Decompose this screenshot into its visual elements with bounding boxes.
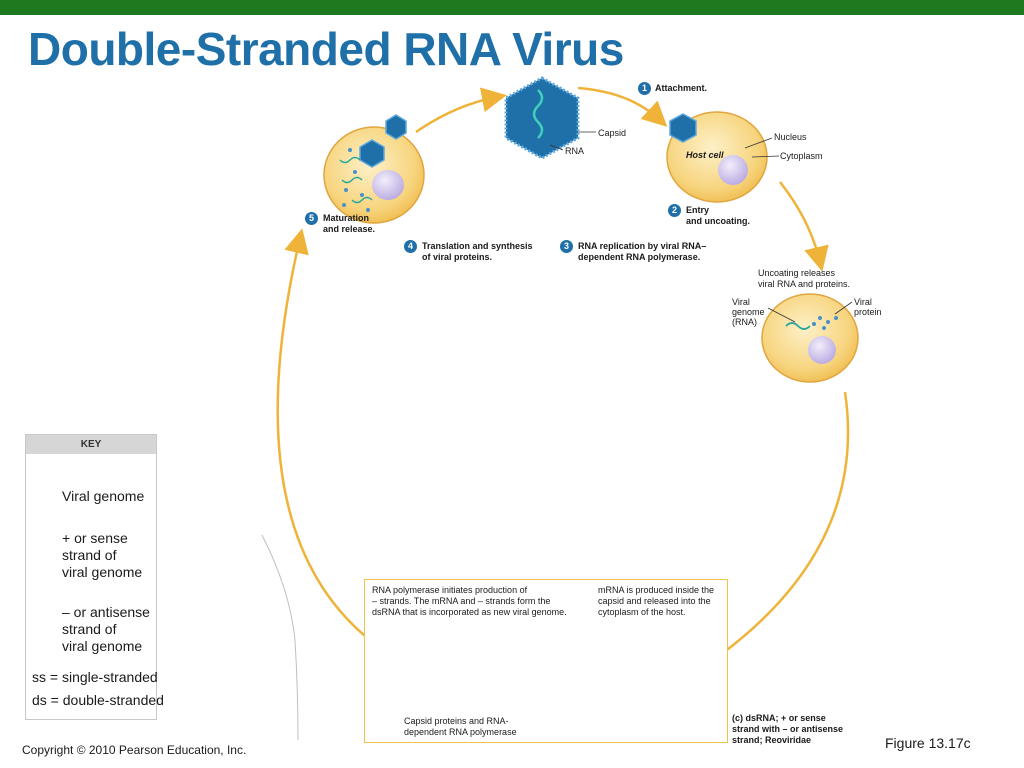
host-cell-label: Host cell [686, 150, 724, 160]
uncoating-label-line1: Uncoating releases [758, 268, 836, 278]
arrow-step2-to-uncoating [779, 181, 829, 272]
viral-genome-label-line2: genome [732, 307, 765, 317]
panel-left-text-line2: – strands. The mRNA and – strands form t… [372, 596, 551, 606]
viral-genome-label-line3: (RNA) [732, 317, 757, 327]
uncoating-label-line2: viral RNA and proteins. [758, 279, 851, 289]
panel-right-text-line3: cytoplasm of the host. [598, 607, 686, 617]
key-sense-line1: + or sense [62, 530, 128, 546]
cytoplasm-label: Cytoplasm [780, 151, 823, 161]
viral-genome-label-line1: Viral [732, 297, 750, 307]
rna-label: RNA [565, 146, 585, 156]
arrow-virus-to-step1 [577, 86, 668, 127]
step-2-label-line2: and uncoating. [686, 216, 750, 226]
panel-left-text-line1: RNA polymerase initiates production of [372, 585, 528, 595]
key-sense-line2: strand of [62, 547, 117, 563]
viral-protein-label-line2: protein [854, 307, 882, 317]
step-3-badge: 3 [560, 240, 573, 253]
arrow-step5-to-virus [415, 87, 507, 134]
step-5-label-line1: Maturation [323, 213, 369, 223]
panel-right-text-line1: mRNA is produced inside the [598, 585, 715, 595]
panel-left-text-line3: dsRNA that is incorporated as new viral … [372, 607, 567, 617]
cell-uncoating [761, 293, 859, 383]
top-accent-bar [0, 0, 1024, 15]
step-1-label: Attachment. [655, 83, 708, 93]
key-antisense-line1: – or antisense [62, 604, 150, 620]
step-2-badge: 2 [668, 204, 681, 217]
step-4-label-line2: of viral proteins. [422, 252, 493, 262]
step-3-label-line1: RNA replication by viral RNA– [578, 241, 707, 251]
step-5-label-line2: and release. [323, 224, 376, 234]
caption-line3: strand; Reoviridae [732, 735, 812, 745]
caption-line2: strand with – or antisense [732, 724, 844, 734]
viral-protein-label-line1: Viral [854, 297, 872, 307]
key-ds: ds = double-stranded [32, 692, 164, 708]
replication-panel [364, 579, 728, 743]
step-4-label-line1: Translation and synthesis [422, 241, 533, 251]
key-antisense-line3: viral genome [62, 638, 143, 654]
arrow-uncoating-to-panel [681, 391, 850, 682]
panel-right-text-line2: capsid and released into the [598, 596, 711, 606]
key-header: KEY [26, 435, 156, 454]
cell-maturation [323, 114, 425, 224]
step-2-label-line1: Entry [686, 205, 710, 215]
step-1-badge: 1 [638, 82, 651, 95]
step-5-badge: 5 [305, 212, 318, 225]
key-ss: ss = single-stranded [32, 669, 158, 685]
key-antisense-line2: strand of [62, 621, 117, 637]
caption-line1: (c) dsRNA; + or sense [732, 713, 826, 723]
step-3-label-line2: dependent RNA polymerase. [578, 252, 701, 262]
arrow-panel-to-step5 [276, 228, 403, 664]
key-viral-genome: Viral genome [62, 488, 145, 504]
step-4-badge: 4 [404, 240, 417, 253]
figure-number: Figure 13.17c [885, 735, 971, 751]
free-virus-particle [504, 76, 596, 160]
copyright-text: Copyright © 2010 Pearson Education, Inc. [22, 743, 247, 757]
host-cell [666, 111, 780, 203]
key-legend: KEY [25, 434, 157, 720]
panel-bottom-text-line2: dependent RNA polymerase [404, 727, 517, 737]
capsid-label: Capsid [598, 128, 627, 138]
nucleus-label: Nucleus [774, 132, 807, 142]
panel-bottom-text-line1: Capsid proteins and RNA- [404, 716, 509, 726]
slide-title: Double-Stranded RNA Virus [28, 23, 624, 75]
key-sense-line3: viral genome [62, 564, 143, 580]
